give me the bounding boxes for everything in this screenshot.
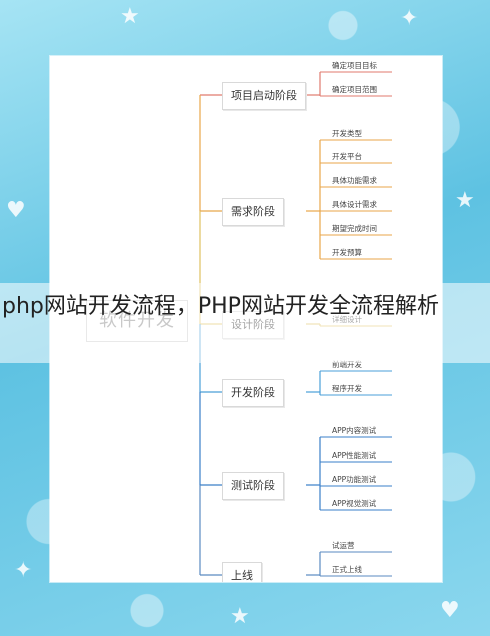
- star-decoration-icon: ★: [455, 188, 475, 213]
- leaf-label: 前端开发: [332, 360, 362, 369]
- leaf-label: APP视觉测试: [332, 499, 377, 508]
- heart-decoration-icon: ♥: [440, 598, 460, 623]
- leaf-label: 程序开发: [332, 384, 362, 393]
- leaf-label: 期望完成时间: [332, 224, 377, 233]
- leaf-label: 正式上线: [332, 565, 362, 574]
- leaf-label: 开发预算: [332, 248, 362, 257]
- heart-decoration-icon: ♥: [6, 198, 26, 223]
- leaf-label: 确定项目范围: [332, 85, 377, 94]
- star-decoration-icon: ✦: [400, 6, 419, 31]
- title-overlay: [0, 283, 490, 363]
- leaf-label: 开发平台: [332, 152, 362, 161]
- stage-node: 开发阶段: [222, 379, 284, 407]
- star-decoration-icon: ★: [230, 604, 250, 629]
- leaf-label: APP内容测试: [332, 426, 377, 435]
- star-decoration-icon: ✦: [14, 558, 33, 583]
- stage-node: 上线: [222, 562, 262, 582]
- leaf-label: 确定项目目标: [332, 61, 377, 70]
- stage-node: 项目启动阶段: [222, 82, 306, 110]
- stage-node: 需求阶段: [222, 198, 284, 226]
- leaf-label: 开发类型: [332, 129, 362, 138]
- leaf-label: APP功能测试: [332, 475, 377, 484]
- page-title: php网站开发流程，PHP网站开发全流程解析: [2, 294, 439, 319]
- leaf-label: APP性能测试: [332, 451, 377, 460]
- star-decoration-icon: ★: [120, 4, 140, 29]
- leaf-label: 试运营: [332, 541, 355, 550]
- leaf-label: 具体设计需求: [332, 200, 377, 209]
- stage-node: 测试阶段: [222, 472, 284, 500]
- leaf-label: 具体功能需求: [332, 176, 377, 185]
